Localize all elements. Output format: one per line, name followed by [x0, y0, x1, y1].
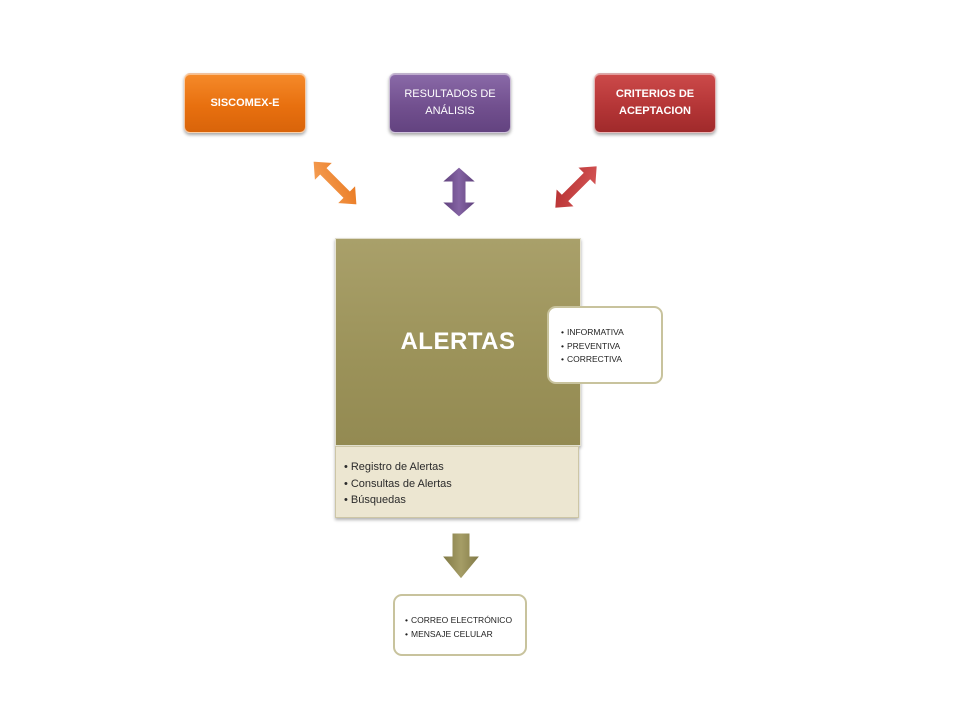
resultados-label-line1: RESULTADOS DE	[404, 88, 496, 100]
notification-channel-item: MENSAJE CELULAR	[405, 628, 525, 642]
alert-type-item: CORRECTIVA	[561, 353, 661, 367]
siscomex-e-box: SISCOMEX-E	[184, 73, 306, 133]
output-down-arrow-icon	[441, 532, 481, 580]
alertas-functions-box: Registro de Alertas Consultas de Alertas…	[335, 446, 579, 518]
alert-types-callout: INFORMATIVA PREVENTIVA CORRECTIVA	[547, 306, 663, 384]
alert-type-item: PREVENTIVA	[561, 340, 661, 354]
siscomex-e-label: SISCOMEX-E	[210, 96, 280, 109]
criterios-de-aceptacion-box: CRITERIOS DE ACEPTACION	[594, 73, 716, 133]
notification-channel-item: CORREO ELECTRÓNICO	[405, 614, 525, 628]
alertas-title: ALERTAS	[400, 328, 516, 355]
alert-type-item: INFORMATIVA	[561, 326, 661, 340]
alertas-function-item: Búsquedas	[344, 492, 578, 509]
resultados-de-analisis-box: RESULTADOS DE ANÁLISIS	[389, 73, 511, 133]
resultados-double-arrow-icon	[440, 166, 478, 218]
notification-channels-callout: CORREO ELECTRÓNICO MENSAJE CELULAR	[393, 594, 527, 656]
siscomex-double-arrow-icon	[312, 160, 358, 206]
criterios-double-arrow-icon	[554, 165, 598, 209]
criterios-label-line1: CRITERIOS DE	[615, 88, 695, 100]
alertas-box: ALERTAS	[335, 238, 581, 446]
criterios-label-line2: ACEPTACION	[619, 105, 691, 117]
alertas-function-item: Registro de Alertas	[344, 459, 578, 476]
alertas-function-item: Consultas de Alertas	[344, 476, 578, 493]
resultados-label-line2: ANÁLISIS	[425, 105, 475, 117]
